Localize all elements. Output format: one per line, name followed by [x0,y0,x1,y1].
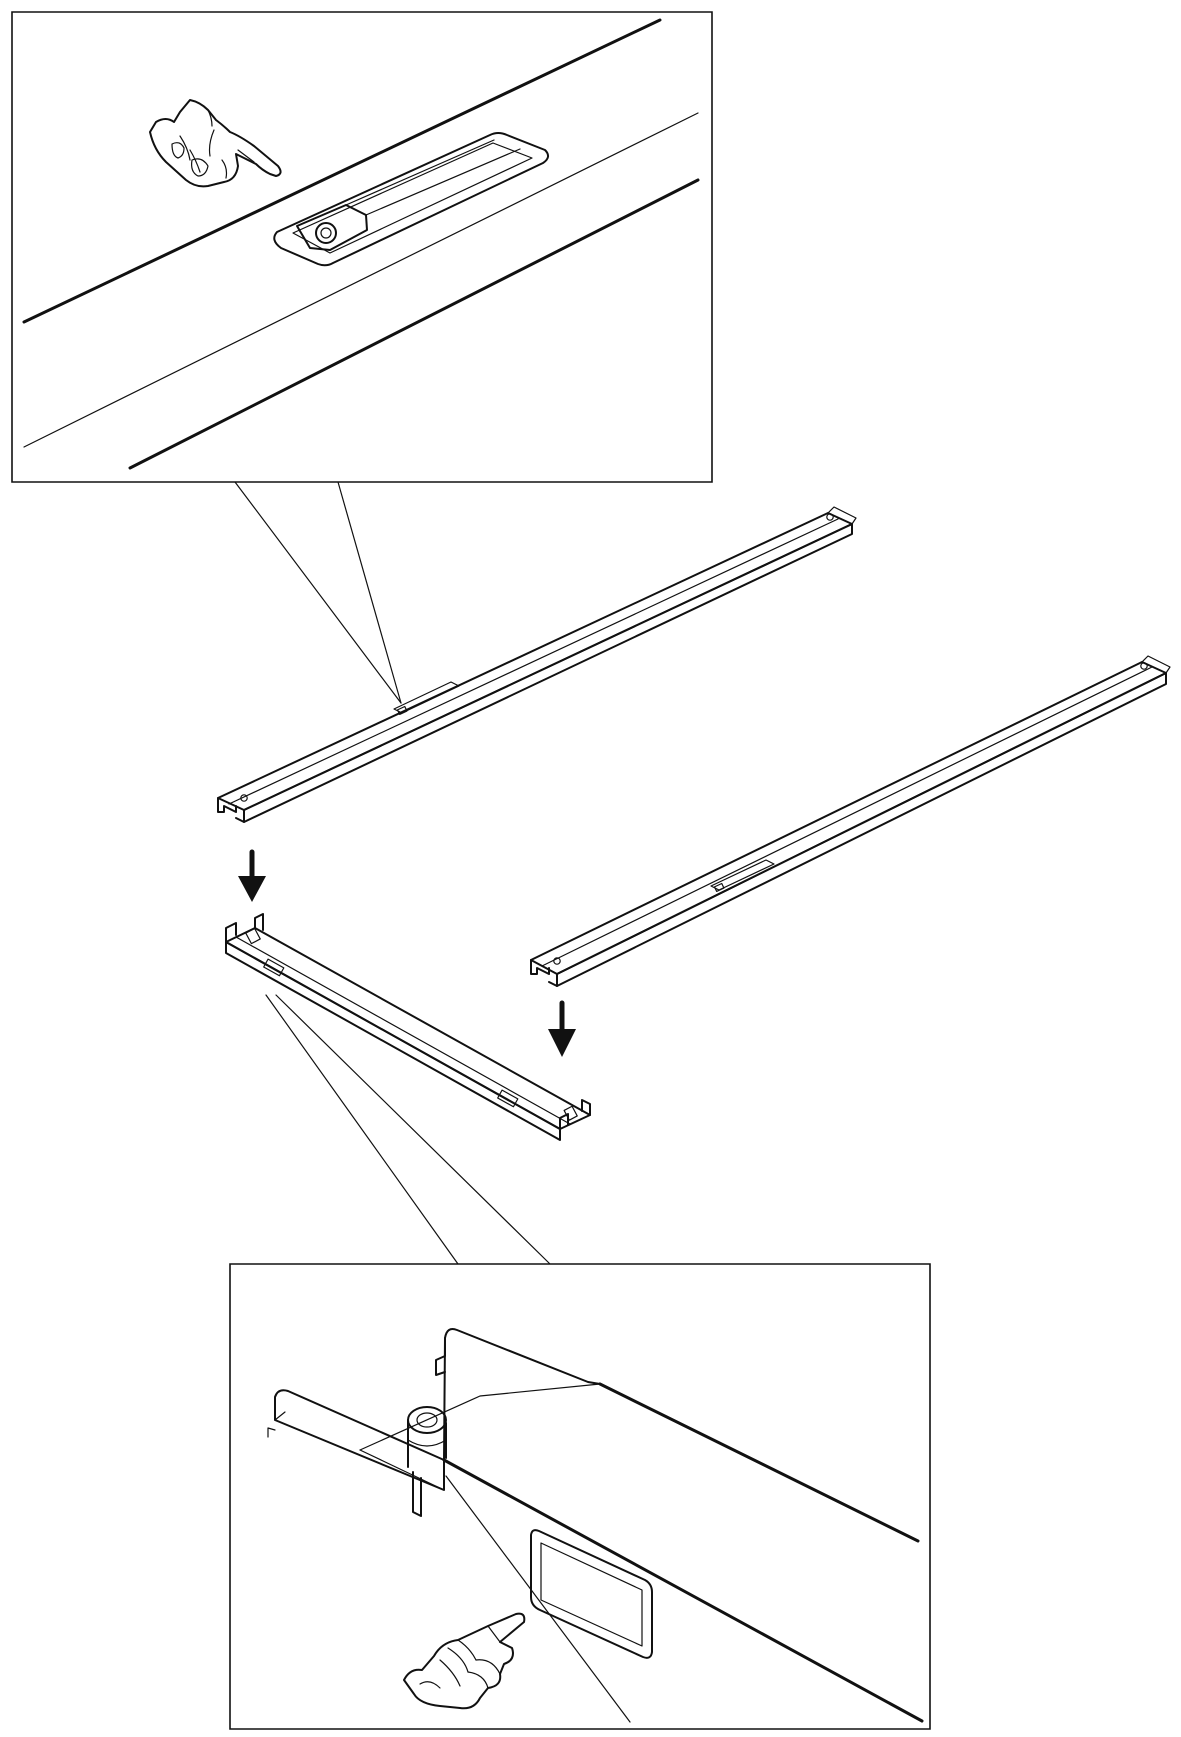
long-rail-right [531,656,1170,986]
right-rail-slot [711,860,774,891]
bottom-detail-callout [230,995,930,1729]
bottom-callout-leader-right [276,995,550,1264]
top-detail-callout [12,12,712,703]
top-callout-leader-right [338,482,401,703]
top-callout-frame [12,12,712,482]
top-rail-edge-lower [130,180,698,468]
down-arrow-icon [238,852,266,902]
upper-rail-slot [394,682,459,714]
bottom-callout-leader-left [266,995,458,1264]
long-rail-upper [218,507,856,822]
bottom-callout-frame [230,1264,930,1729]
top-slot-detail [274,133,548,265]
top-rail-edge-middle [24,113,698,447]
short-base-rail [226,914,590,1140]
bottom-rail-close-up [268,1329,922,1722]
top-callout-leader-left [235,482,401,703]
pointing-hand-icon [404,1614,524,1709]
down-arrow-icon [548,1003,576,1057]
pointing-hand-icon [150,100,281,186]
top-rail-edge-upper [24,20,660,322]
